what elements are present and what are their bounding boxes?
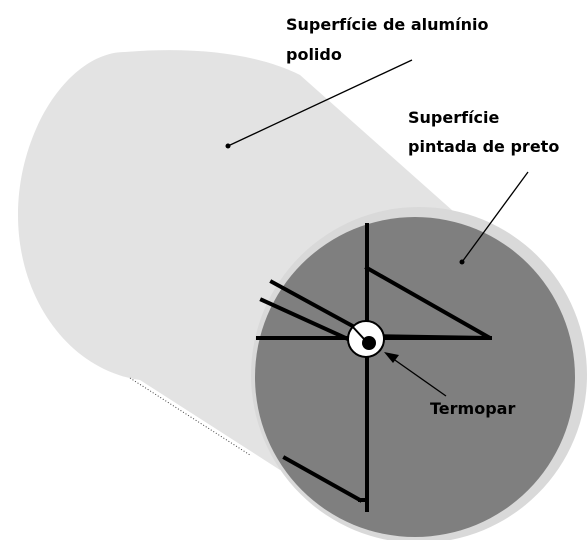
thermocouple-junction <box>362 336 376 350</box>
thermocouple-arrow-line <box>391 357 447 397</box>
aluminum-label-line1: Superfície de alumínio <box>286 15 489 34</box>
black-leader-dot <box>459 259 465 265</box>
black-painted-face <box>255 217 575 537</box>
aluminum-leader-line <box>227 59 413 147</box>
aluminum-label-line2: polido <box>286 45 342 64</box>
thermocouple-arrowhead <box>384 352 399 363</box>
black-surface-label-line1: Superfície <box>408 108 500 127</box>
black-leader-line <box>461 171 529 263</box>
leader-lines <box>227 59 529 263</box>
wire-structure <box>256 223 492 512</box>
aluminum-leader-dot <box>225 143 231 149</box>
thermocouple-lead <box>351 325 365 340</box>
black-surface-label-line2: pintada de preto <box>408 137 559 156</box>
thermocouple-label: Termopar <box>430 399 515 418</box>
